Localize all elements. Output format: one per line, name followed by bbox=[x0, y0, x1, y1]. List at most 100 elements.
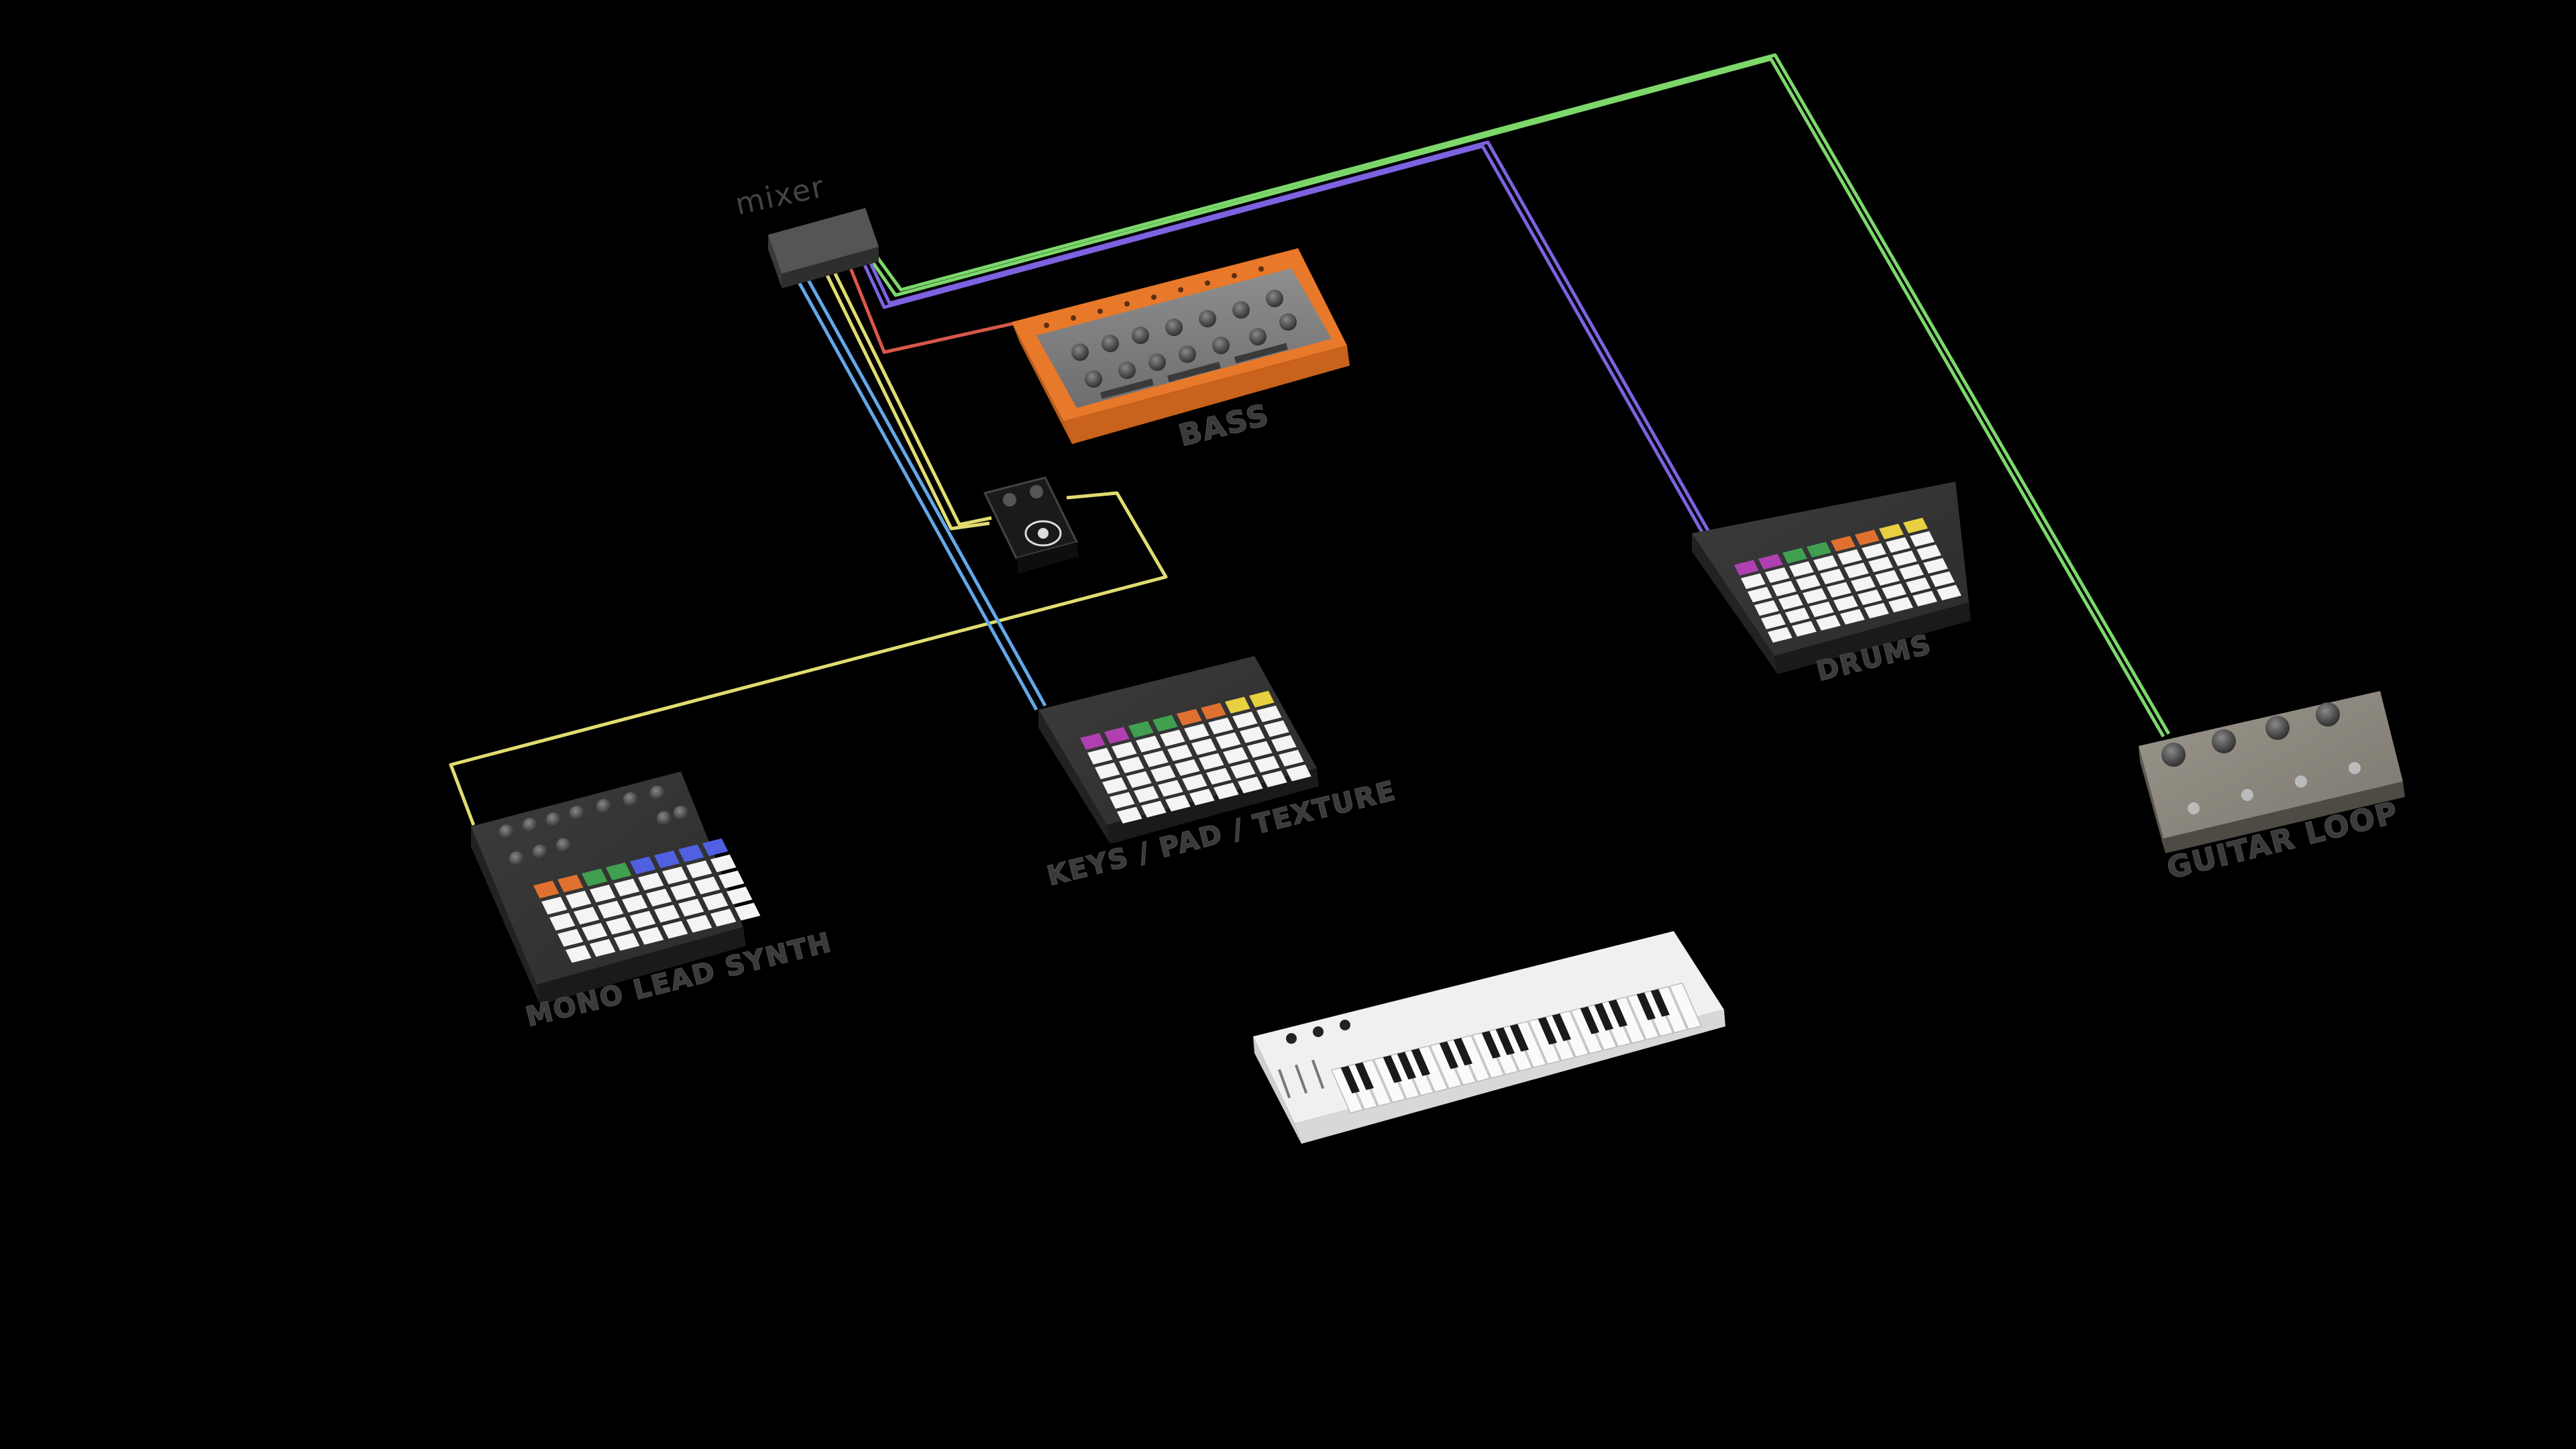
white-key bbox=[1330, 1066, 1364, 1114]
pad bbox=[598, 900, 624, 919]
pad bbox=[1256, 705, 1282, 722]
pad bbox=[1906, 577, 1931, 593]
pad bbox=[678, 844, 704, 863]
keyboard-knobs bbox=[1286, 1020, 1350, 1044]
black-key bbox=[1509, 1024, 1529, 1052]
pad bbox=[1882, 583, 1907, 599]
pad bbox=[1191, 738, 1217, 755]
black-key bbox=[1538, 1016, 1557, 1045]
black-key bbox=[1453, 1038, 1472, 1066]
pad bbox=[1831, 535, 1856, 551]
pad bbox=[1126, 771, 1152, 788]
bass-buttons bbox=[1100, 343, 1288, 399]
black-key bbox=[1340, 1065, 1360, 1094]
pad bbox=[1772, 580, 1796, 596]
guitar-device[interactable]: GUITAR LOOP bbox=[2139, 691, 2405, 886]
pad bbox=[1833, 595, 1858, 611]
pad bbox=[694, 876, 720, 895]
pad bbox=[1768, 627, 1792, 643]
white-key bbox=[1387, 1052, 1420, 1100]
pad bbox=[1862, 543, 1886, 559]
cable-purple bbox=[858, 140, 1711, 537]
white-key bbox=[1373, 1055, 1406, 1104]
pad bbox=[1785, 607, 1810, 623]
pad bbox=[1923, 557, 1948, 574]
pad bbox=[1158, 780, 1183, 797]
pad bbox=[614, 932, 640, 951]
black-key bbox=[1636, 992, 1656, 1020]
keyboard-keys bbox=[1330, 982, 1702, 1114]
mono-device[interactable]: MONO LEAD SYNTH bbox=[471, 771, 835, 1033]
guitar-knobs bbox=[2161, 702, 2340, 767]
cable-blue bbox=[793, 270, 1047, 711]
pad bbox=[1184, 723, 1210, 741]
bass-jack-row bbox=[1044, 266, 1264, 328]
pad bbox=[1734, 559, 1759, 576]
pad bbox=[1095, 762, 1120, 780]
white-key bbox=[1556, 1010, 1589, 1058]
pad bbox=[1165, 794, 1191, 812]
mono-pad-grid bbox=[533, 838, 761, 963]
pad bbox=[1199, 753, 1224, 770]
mixer-box-icon bbox=[768, 208, 879, 274]
pad bbox=[1851, 576, 1876, 592]
pad bbox=[1110, 792, 1135, 809]
black-key bbox=[1411, 1048, 1430, 1077]
pad bbox=[1892, 550, 1917, 566]
black-key bbox=[1580, 1006, 1599, 1034]
pad bbox=[678, 898, 704, 917]
keys-pad-grid bbox=[1080, 690, 1311, 824]
pad bbox=[1930, 571, 1955, 587]
white-key bbox=[1344, 1063, 1378, 1110]
drums-device[interactable]: DRUMS bbox=[1692, 482, 1971, 688]
white-key bbox=[1471, 1031, 1505, 1079]
pad bbox=[1844, 562, 1869, 578]
pad bbox=[686, 914, 712, 933]
black-key bbox=[1397, 1051, 1416, 1080]
pad bbox=[1913, 590, 1937, 606]
pad bbox=[1782, 547, 1807, 564]
pad bbox=[638, 872, 664, 891]
keys-device[interactable]: KEYS / PAD / TEXTURE bbox=[1038, 656, 1399, 892]
pad bbox=[1254, 755, 1280, 773]
black-key bbox=[1608, 999, 1627, 1028]
pad bbox=[1080, 733, 1106, 750]
pad bbox=[1175, 759, 1200, 776]
pad bbox=[1177, 708, 1202, 726]
pad bbox=[646, 888, 672, 907]
pad bbox=[1813, 555, 1838, 571]
pad bbox=[574, 906, 600, 925]
white-key bbox=[1499, 1024, 1533, 1072]
pad bbox=[1104, 727, 1130, 744]
white-key bbox=[1401, 1049, 1434, 1096]
pad bbox=[710, 854, 737, 873]
pad bbox=[1223, 747, 1248, 764]
white-key bbox=[1654, 985, 1688, 1034]
pad bbox=[1249, 690, 1275, 708]
mixer-device[interactable]: mixer bbox=[733, 170, 879, 288]
pad bbox=[1201, 702, 1226, 720]
keyboard-sliders bbox=[1278, 1059, 1325, 1099]
black-key bbox=[1594, 1003, 1613, 1031]
pad bbox=[1087, 747, 1113, 765]
pad bbox=[541, 896, 568, 915]
black-key bbox=[1495, 1027, 1515, 1055]
white-key bbox=[1626, 993, 1660, 1040]
pad bbox=[1117, 806, 1142, 824]
pad bbox=[702, 838, 729, 857]
pad bbox=[727, 886, 753, 905]
pad bbox=[1858, 589, 1882, 605]
cables bbox=[449, 53, 2171, 826]
white-key bbox=[1527, 1017, 1561, 1065]
pad bbox=[622, 894, 648, 913]
pad bbox=[654, 904, 680, 923]
keyboard-device[interactable] bbox=[1253, 931, 1725, 1144]
pad bbox=[1837, 549, 1862, 565]
pad bbox=[1286, 764, 1311, 782]
bass-device[interactable]: BASS bbox=[1012, 248, 1350, 453]
pad bbox=[606, 916, 632, 935]
pad bbox=[1160, 729, 1185, 747]
pad bbox=[1214, 782, 1239, 800]
pedal-device[interactable] bbox=[983, 476, 1079, 574]
bass-knobs bbox=[1071, 290, 1297, 388]
